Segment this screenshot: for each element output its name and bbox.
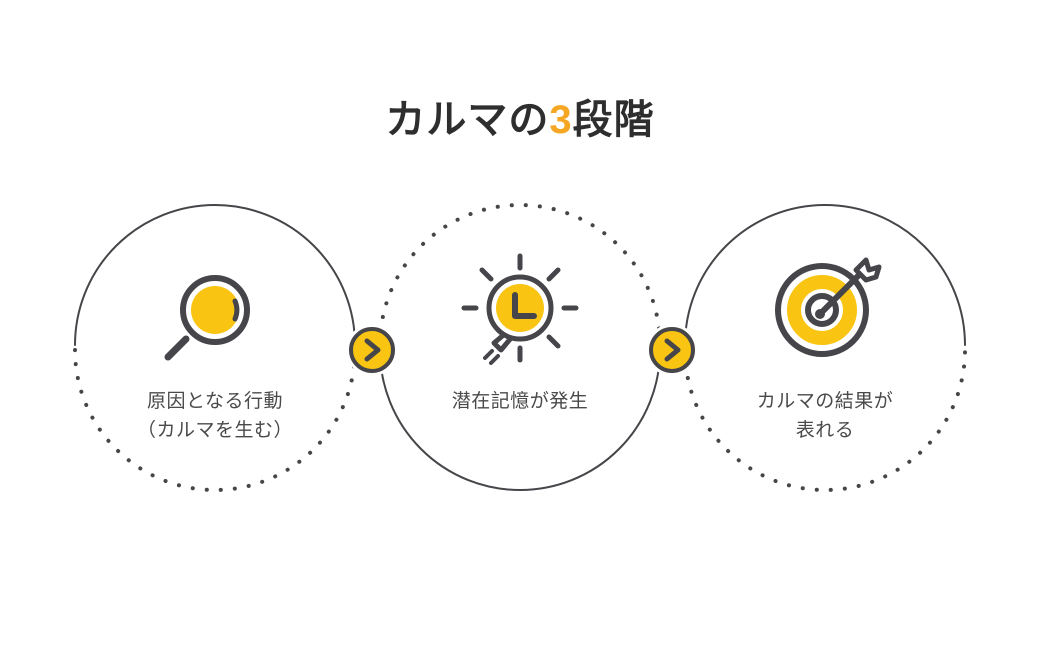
step-1-label-line-1: 原因となる行動 xyxy=(147,391,283,412)
magnifier-glint xyxy=(232,298,240,322)
lightbulb-clock-icon xyxy=(461,253,579,365)
base-ridge-2 xyxy=(489,354,500,365)
title-suffix: 段階 xyxy=(572,98,655,142)
step-2-label: 潜在記憶が発生 xyxy=(370,388,670,417)
connector-1-to-2[interactable] xyxy=(346,324,398,376)
step-2-ring xyxy=(378,203,662,491)
step-3-label-line-1: カルマの結果が xyxy=(756,391,894,412)
ray-ne xyxy=(546,267,561,282)
target-yellow-ring xyxy=(787,275,857,345)
ray-se xyxy=(546,334,561,349)
arrow-shaft xyxy=(817,271,863,317)
target-outer-ring xyxy=(775,263,869,357)
step-1-label: 原因となる行動 （カルマを生む） xyxy=(65,388,365,445)
magnifying-glass-icon xyxy=(164,275,250,361)
step-3-label: カルマの結果が 表れる xyxy=(675,388,975,445)
title-prefix: カルマの xyxy=(385,98,550,142)
lightbulb-rays xyxy=(461,253,579,363)
step-3-label-line-2: 表れる xyxy=(795,419,855,441)
page-title: カルマの3段階 xyxy=(0,96,1040,144)
step-3-ring xyxy=(683,204,967,492)
title-accent-number: 3 xyxy=(549,98,573,142)
chevron-right-icon xyxy=(364,338,381,362)
step-2-ring-solid-arc xyxy=(379,349,661,491)
step-1-label-line-2: （カルマを生む） xyxy=(136,419,293,441)
step-3-ring-solid-arc xyxy=(684,204,966,346)
step-1-ring-solid-arc xyxy=(74,204,356,346)
connector-disc-1 xyxy=(349,327,395,373)
target-arrow-icon xyxy=(775,257,882,357)
base-ridge-1 xyxy=(483,349,494,360)
chevron-right-icon xyxy=(664,338,681,362)
connector-disc-2 xyxy=(649,327,695,373)
magnifier-handle xyxy=(164,335,190,361)
magnifier-outer-ring xyxy=(180,275,250,345)
step-2-label-line-1: 潜在記憶が発生 xyxy=(451,391,589,412)
lightbulb-base-ridges xyxy=(483,349,500,365)
clock-hands xyxy=(512,292,537,319)
step-1-ring xyxy=(73,204,357,492)
arrow-fletching xyxy=(853,257,882,283)
magnifier-lens xyxy=(191,286,239,334)
connector-2-to-3[interactable] xyxy=(646,324,698,376)
lightbulb-fill xyxy=(496,284,544,332)
ray-nw xyxy=(479,267,494,282)
